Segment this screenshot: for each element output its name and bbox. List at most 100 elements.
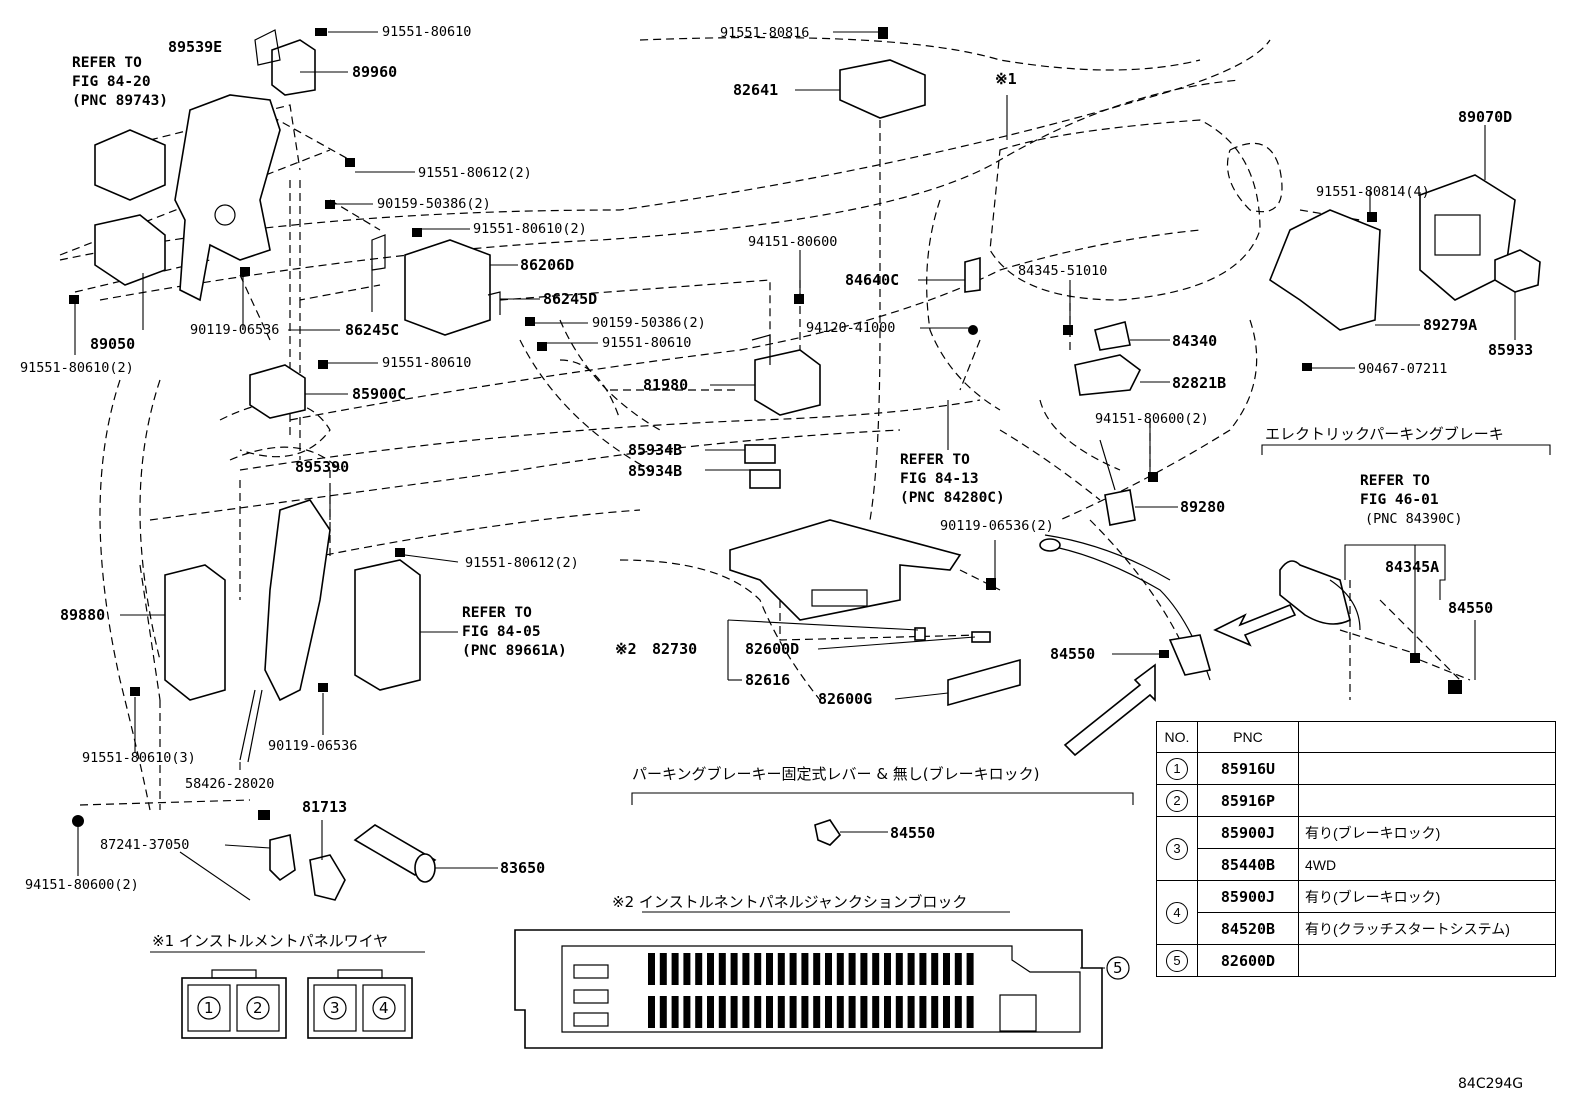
junction-pin (671, 996, 679, 1028)
junction-pin (836, 996, 844, 1028)
junction-pin (695, 996, 703, 1028)
part-84550-a: 84550 (1448, 599, 1493, 617)
part-82600G: 82600G (818, 690, 872, 708)
legend-no-cell: 2 (1156, 784, 1198, 817)
note1-title: ※1 インストルメントパネルワイヤ (152, 932, 388, 950)
jb-callout-5: 5 (1113, 959, 1123, 977)
junction-pin (931, 996, 939, 1028)
junction-pin (954, 953, 962, 985)
junction-pin (742, 953, 750, 985)
junction-pin (718, 953, 726, 985)
junction-pin (683, 996, 691, 1028)
part-86206D: 86206D (520, 256, 574, 274)
junction-pin (813, 996, 821, 1028)
part-84345-51010: 84345-51010 (1018, 263, 1107, 279)
dashboard-outline (59, 36, 1283, 811)
part-86245D: 86245D (543, 290, 597, 308)
legend-header-pnc: PNC (1197, 721, 1299, 753)
junction-pin (659, 996, 667, 1028)
part-90159-50386-2b: 90159-50386(2) (592, 315, 706, 331)
junction-pin (848, 996, 856, 1028)
note1-mark: ※1 (995, 70, 1017, 88)
part-81980: 81980 (643, 376, 688, 394)
junction-pin (754, 996, 762, 1028)
junction-pin (848, 953, 856, 985)
refer-fig-84-13: REFER TO (900, 452, 970, 468)
junction-pin (683, 953, 691, 985)
label-leaders (74, 31, 1551, 953)
part-91551-80610-3: 91551-80610(3) (82, 750, 196, 766)
legend-no: 4 (1166, 901, 1188, 924)
part-85933: 85933 (1488, 341, 1533, 359)
junction-pin (801, 953, 809, 985)
junction-pin (966, 953, 974, 985)
wire-connectors (181, 969, 413, 1039)
junction-pin (789, 953, 797, 985)
part-94120-41000: 94120-41000 (806, 320, 895, 336)
junction-pin (860, 953, 868, 985)
part-91551-80610-2c: 91551-80610(2) (20, 360, 134, 376)
refer-fig-46-01-pnc: (PNC 84390C) (1365, 511, 1463, 527)
junction-pin (836, 953, 844, 985)
pnc-legend-table: NO. PNC 1 85916U 2 85916P 3 85900J 有り(ブレ… (1156, 721, 1556, 977)
junction-pin (872, 996, 880, 1028)
part-labels: 89539E 91551-80610 89960 REFER TO FIG 84… (20, 24, 1533, 1092)
legend-row: 4 85900J 有り(ブレーキロック) (1156, 880, 1556, 945)
part-91551-80816: 91551-80816 (720, 25, 809, 41)
part-90467-07211: 90467-07211 (1358, 361, 1447, 377)
part-82600D: 82600D (745, 640, 799, 658)
junction-pin (813, 953, 821, 985)
legend-pnc: 85916P (1197, 784, 1299, 817)
part-89070D: 89070D (1458, 108, 1512, 126)
part-84640C: 84640C (845, 271, 899, 289)
junction-pin (884, 953, 891, 985)
part-90119-06536: 90119-06536 (190, 322, 279, 338)
junction-pin (919, 953, 927, 985)
note2-title: ※2 インストルネントパネルジャンクションブロック (612, 893, 967, 911)
connector-1: 1 (204, 999, 214, 1017)
junction-pin (695, 953, 703, 985)
part-91551-80610: 91551-80610 (382, 24, 471, 40)
parking-title: パーキングブレーキー固定式レバー & 無し(ブレーキロック) (632, 765, 1040, 783)
part-89880: 89880 (60, 606, 105, 624)
legend-header-desc (1298, 721, 1556, 753)
figure-id: 84C294G (1458, 1076, 1523, 1092)
part-85900C: 85900C (352, 385, 406, 403)
junction-pin (884, 996, 891, 1028)
legend-header-no: NO. (1156, 721, 1198, 753)
part-84550-c: 84550 (890, 824, 935, 842)
part-84345A: 84345A (1385, 558, 1439, 576)
part-89960: 89960 (352, 63, 397, 81)
part-91551-80610-2: 91551-80610(2) (473, 221, 587, 237)
part-90159-50386-2: 90159-50386(2) (377, 196, 491, 212)
junction-pin (777, 996, 785, 1028)
part-90119-06536b: 90119-06536 (268, 738, 357, 754)
junction-pin (954, 996, 962, 1028)
legend-desc: 有り(ブレーキロック) (1298, 816, 1556, 849)
legend-pnc: 85900J (1197, 816, 1299, 849)
junction-pin (742, 996, 750, 1028)
legend-header-row: NO. PNC (1156, 721, 1556, 753)
refer-fig-84-05-fig: FIG 84-05 (462, 624, 541, 640)
part-82730: 82730 (652, 640, 697, 658)
connector-3: 3 (330, 999, 340, 1017)
legend-row: 84520B 有り(クラッチスタートシステム) (1157, 912, 1556, 945)
connector-4: 4 (379, 999, 389, 1017)
legend-no-cell: 3 (1156, 816, 1198, 881)
refer-fig-84-20-fig: FIG 84-20 (72, 74, 151, 90)
legend-desc: 4WD (1298, 848, 1556, 881)
junction-pin (895, 953, 903, 985)
junction-pin (895, 996, 903, 1028)
legend-row: 1 85916U (1156, 752, 1556, 785)
junction-pin (648, 996, 655, 1028)
refer-fig-46-01: REFER TO (1360, 473, 1430, 489)
junction-pin (766, 953, 773, 985)
legend-no-cell: 1 (1156, 752, 1198, 785)
legend-no: 1 (1166, 757, 1188, 780)
legend-pnc: 85900J (1197, 880, 1299, 913)
legend-desc: 有り(ブレーキロック) (1298, 880, 1556, 913)
legend-pnc: 85916U (1197, 752, 1299, 785)
legend-no-cell: 5 (1156, 944, 1198, 977)
junction-pin (907, 996, 915, 1028)
junction-pin (966, 996, 974, 1028)
